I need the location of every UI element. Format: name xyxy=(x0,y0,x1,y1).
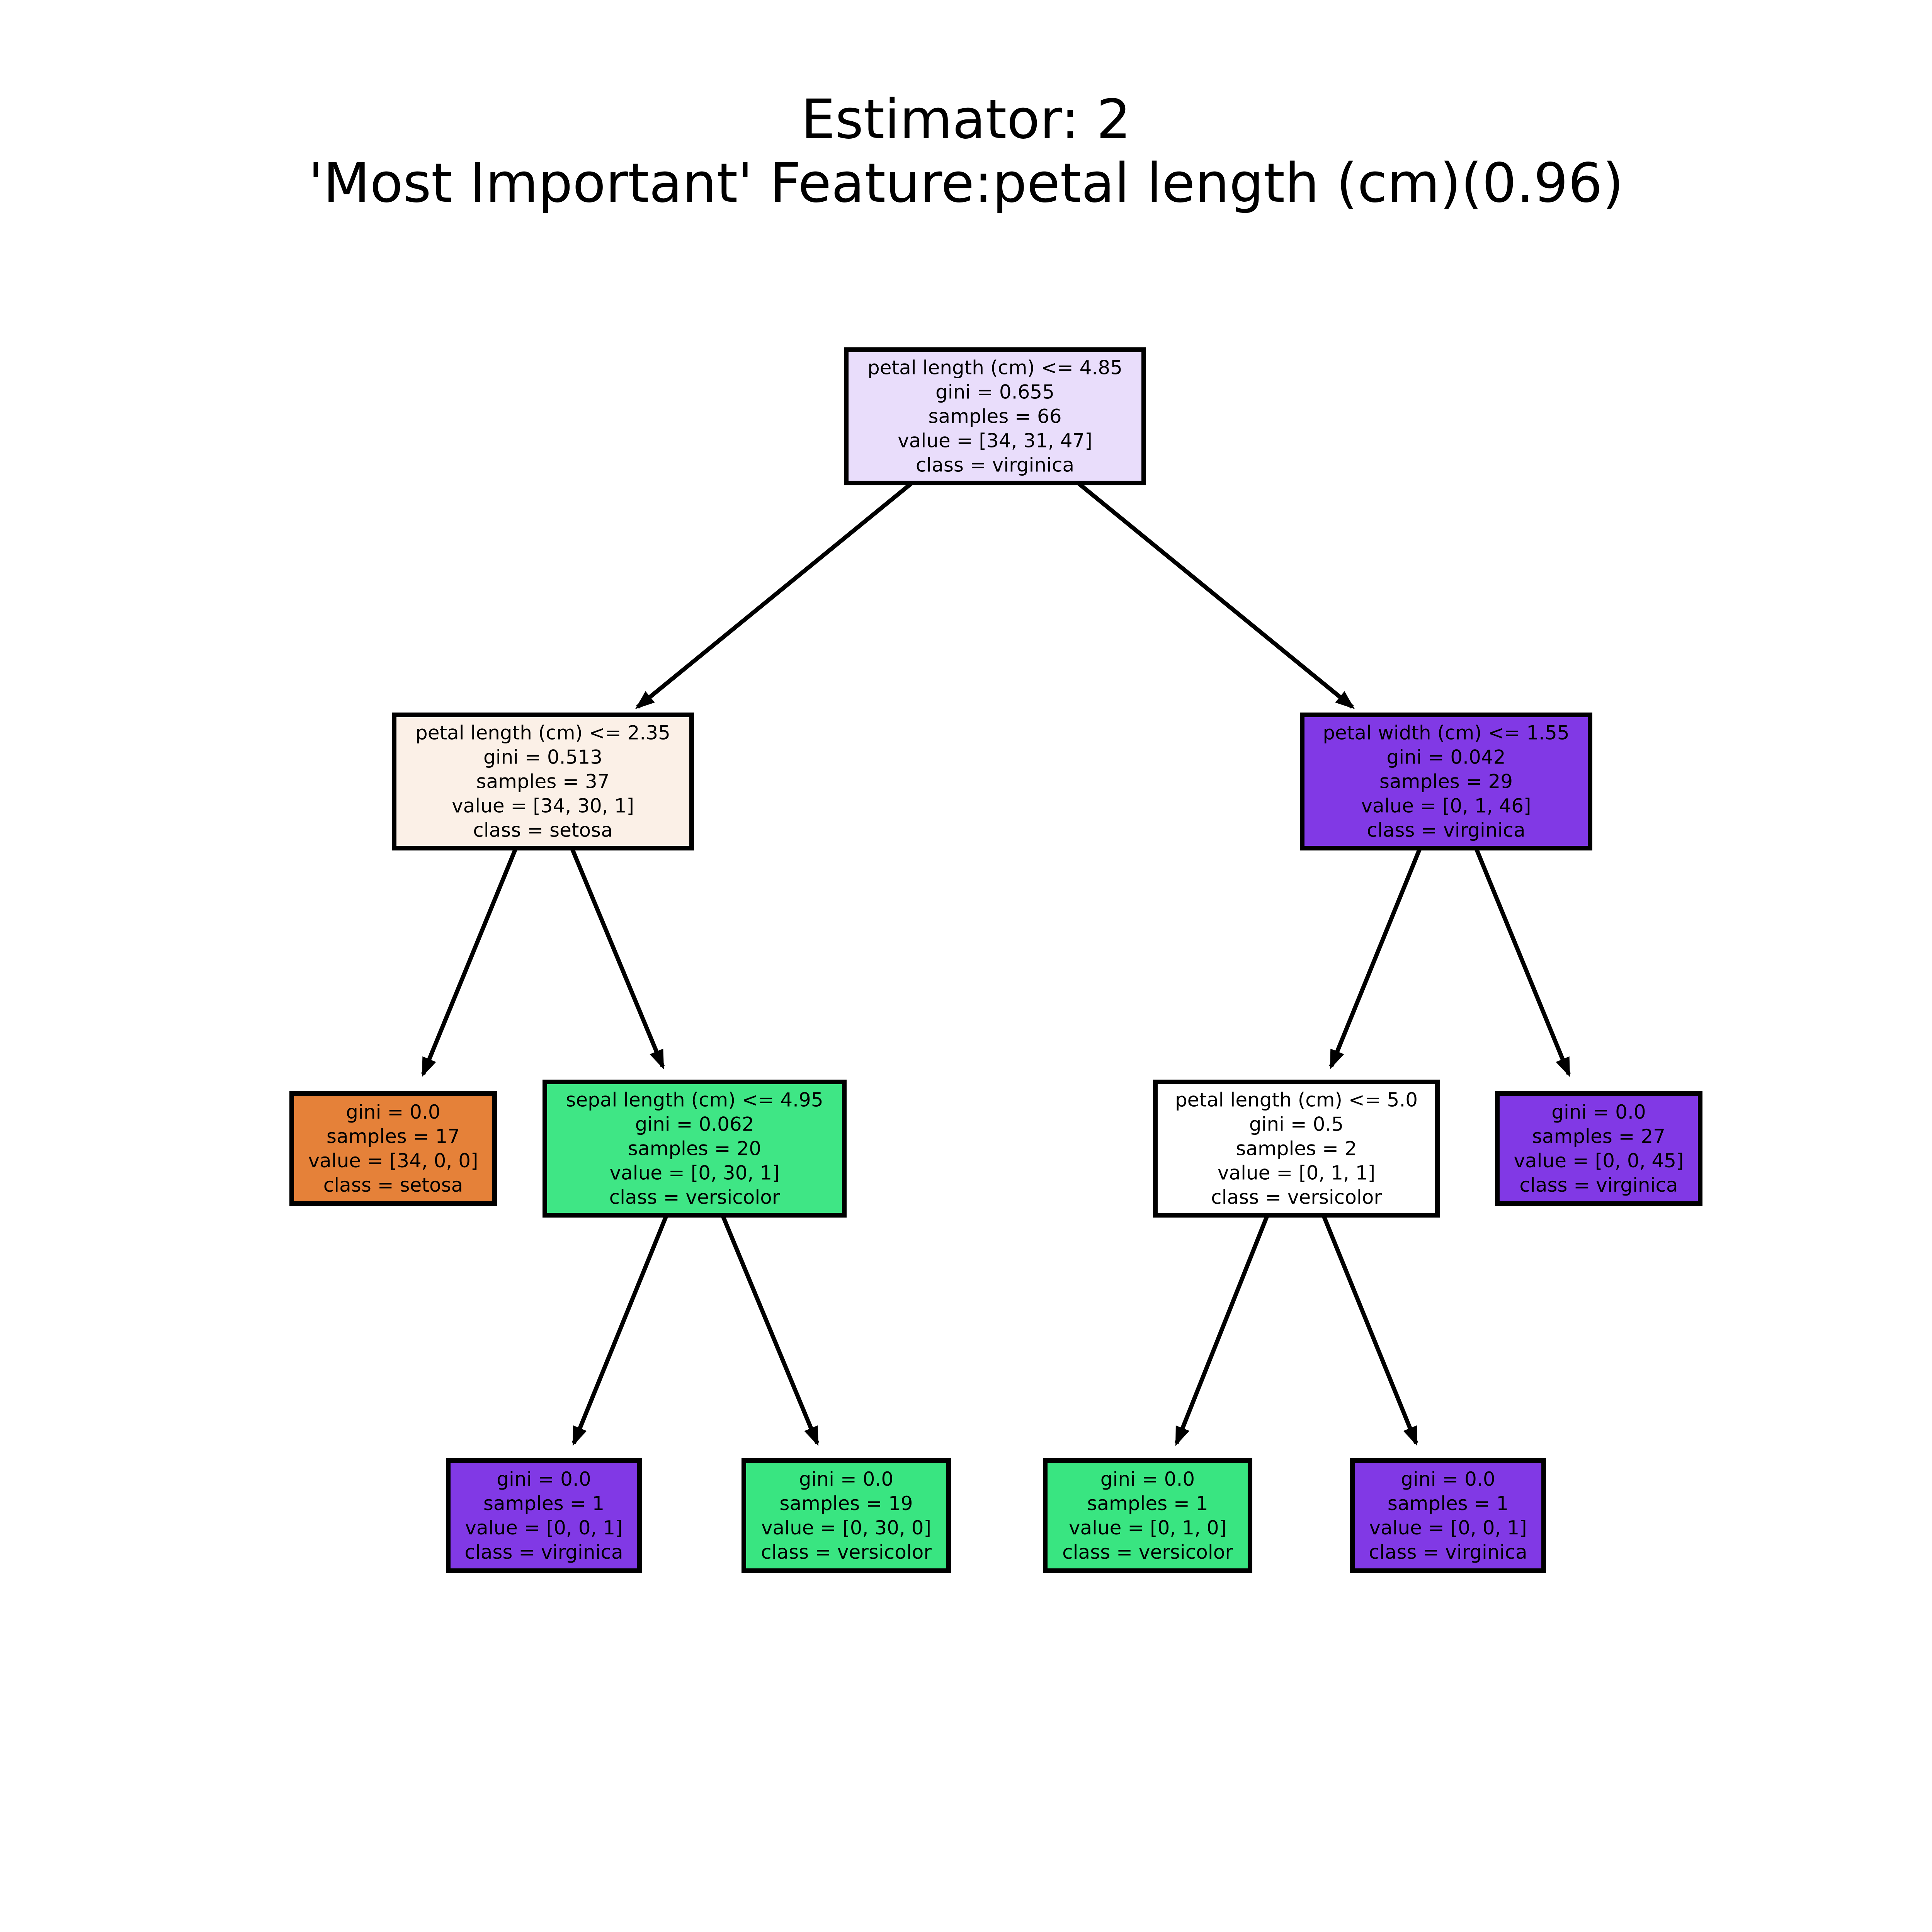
tree-edge xyxy=(1474,847,1571,1075)
node-label-line: samples = 1 xyxy=(1388,1492,1509,1515)
node-label-line: samples = 27 xyxy=(1532,1125,1665,1148)
tree-edge xyxy=(636,481,913,709)
node-label-line: samples = 66 xyxy=(928,405,1061,428)
node-label-line: value = [34, 31, 47] xyxy=(898,430,1092,452)
node-label-line: gini = 0.0 xyxy=(799,1468,893,1490)
tree-edge xyxy=(421,847,518,1075)
tree-edge xyxy=(1329,847,1422,1068)
node-label-line: samples = 20 xyxy=(628,1138,761,1160)
node-label-line: value = [34, 30, 1] xyxy=(452,795,634,817)
node-label-line: samples = 1 xyxy=(483,1492,604,1515)
diagram-subtitle: 'Most Important' Feature:petal length (c… xyxy=(308,152,1624,215)
node-label-line: class = versicolor xyxy=(1062,1541,1233,1563)
node-label-line: gini = 0.0 xyxy=(497,1468,591,1490)
arrowhead-icon xyxy=(650,1048,664,1070)
node-label-line: samples = 17 xyxy=(327,1125,460,1148)
node-label-line: value = [0, 0, 45] xyxy=(1514,1150,1684,1172)
node-label-line: class = virginica xyxy=(1367,819,1525,842)
node-label-line: gini = 0.513 xyxy=(483,746,602,769)
arrowhead-icon xyxy=(1403,1425,1418,1446)
node-label-line: gini = 0.5 xyxy=(1249,1113,1344,1136)
node-label-line: sepal length (cm) <= 4.95 xyxy=(566,1089,823,1111)
node-box xyxy=(1495,1091,1702,1206)
node-label-line: value = [0, 1, 46] xyxy=(1361,795,1531,817)
node-label-line: class = virginica xyxy=(916,454,1074,476)
node-label-line: samples = 19 xyxy=(779,1492,913,1515)
node-label-line: samples = 1 xyxy=(1087,1492,1208,1515)
node-label-line: samples = 2 xyxy=(1236,1138,1357,1160)
node-label-line: value = [0, 1, 0] xyxy=(1069,1517,1226,1539)
tree-edges xyxy=(421,481,1571,1446)
arrowhead-icon xyxy=(422,1056,436,1077)
node-box xyxy=(446,1458,642,1573)
arrowhead-icon xyxy=(635,691,655,709)
tree-edge xyxy=(1077,481,1354,709)
node-box xyxy=(543,1080,847,1218)
node-label-line: class = setosa xyxy=(473,819,613,842)
tree-edge xyxy=(1321,1214,1418,1444)
node-box xyxy=(742,1458,951,1573)
node-box xyxy=(289,1091,497,1206)
node-label-line: petal width (cm) <= 1.55 xyxy=(1323,722,1569,744)
arrowhead-icon xyxy=(804,1425,819,1446)
node-label-line: value = [0, 30, 0] xyxy=(761,1517,931,1539)
node-label-line: samples = 37 xyxy=(476,770,609,793)
diagram-title: Estimator: 2 xyxy=(801,88,1131,151)
node-label-line: class = virginica xyxy=(1519,1174,1678,1196)
node-label-line: petal length (cm) <= 5.0 xyxy=(1175,1089,1418,1111)
node-label-line: gini = 0.042 xyxy=(1386,746,1505,769)
node-label-line: gini = 0.0 xyxy=(346,1101,440,1123)
tree-edge xyxy=(571,1214,669,1444)
node-label-line: class = virginica xyxy=(1369,1541,1527,1563)
node-label-line: class = versicolor xyxy=(609,1186,780,1209)
node-label-line: value = [0, 1, 1] xyxy=(1218,1162,1375,1184)
node-label-line: gini = 0.062 xyxy=(635,1113,754,1136)
tree-edge xyxy=(570,847,665,1068)
node-box xyxy=(392,713,694,850)
node-label-line: samples = 29 xyxy=(1379,770,1513,793)
node-label-line: petal length (cm) <= 4.85 xyxy=(867,357,1122,379)
node-box xyxy=(1153,1080,1440,1218)
arrowhead-icon xyxy=(1175,1425,1190,1446)
node-box xyxy=(844,347,1146,485)
arrowhead-icon xyxy=(1330,1048,1344,1070)
node-label-line: class = virginica xyxy=(464,1541,623,1563)
node-box xyxy=(1300,713,1592,850)
node-label-line: gini = 0.0 xyxy=(1551,1101,1646,1123)
node-label-line: class = setosa xyxy=(323,1174,463,1196)
arrowhead-icon xyxy=(572,1425,587,1446)
node-box xyxy=(1350,1458,1546,1573)
node-label-line: value = [0, 30, 1] xyxy=(609,1162,779,1184)
arrowhead-icon xyxy=(1335,691,1355,709)
node-label-line: gini = 0.655 xyxy=(935,381,1054,403)
node-label-line: class = versicolor xyxy=(761,1541,932,1563)
node-label-line: value = [0, 0, 1] xyxy=(465,1517,622,1539)
node-label-line: class = versicolor xyxy=(1211,1186,1382,1209)
tree-edge xyxy=(720,1214,820,1444)
node-label-line: value = [34, 0, 0] xyxy=(308,1150,478,1172)
node-label-line: value = [0, 0, 1] xyxy=(1369,1517,1527,1539)
node-label-line: gini = 0.0 xyxy=(1100,1468,1195,1490)
node-label-line: petal length (cm) <= 2.35 xyxy=(415,722,670,744)
node-box xyxy=(1043,1458,1252,1573)
node-label-line: gini = 0.0 xyxy=(1401,1468,1495,1490)
tree-edge xyxy=(1174,1214,1270,1444)
arrowhead-icon xyxy=(1556,1056,1570,1077)
